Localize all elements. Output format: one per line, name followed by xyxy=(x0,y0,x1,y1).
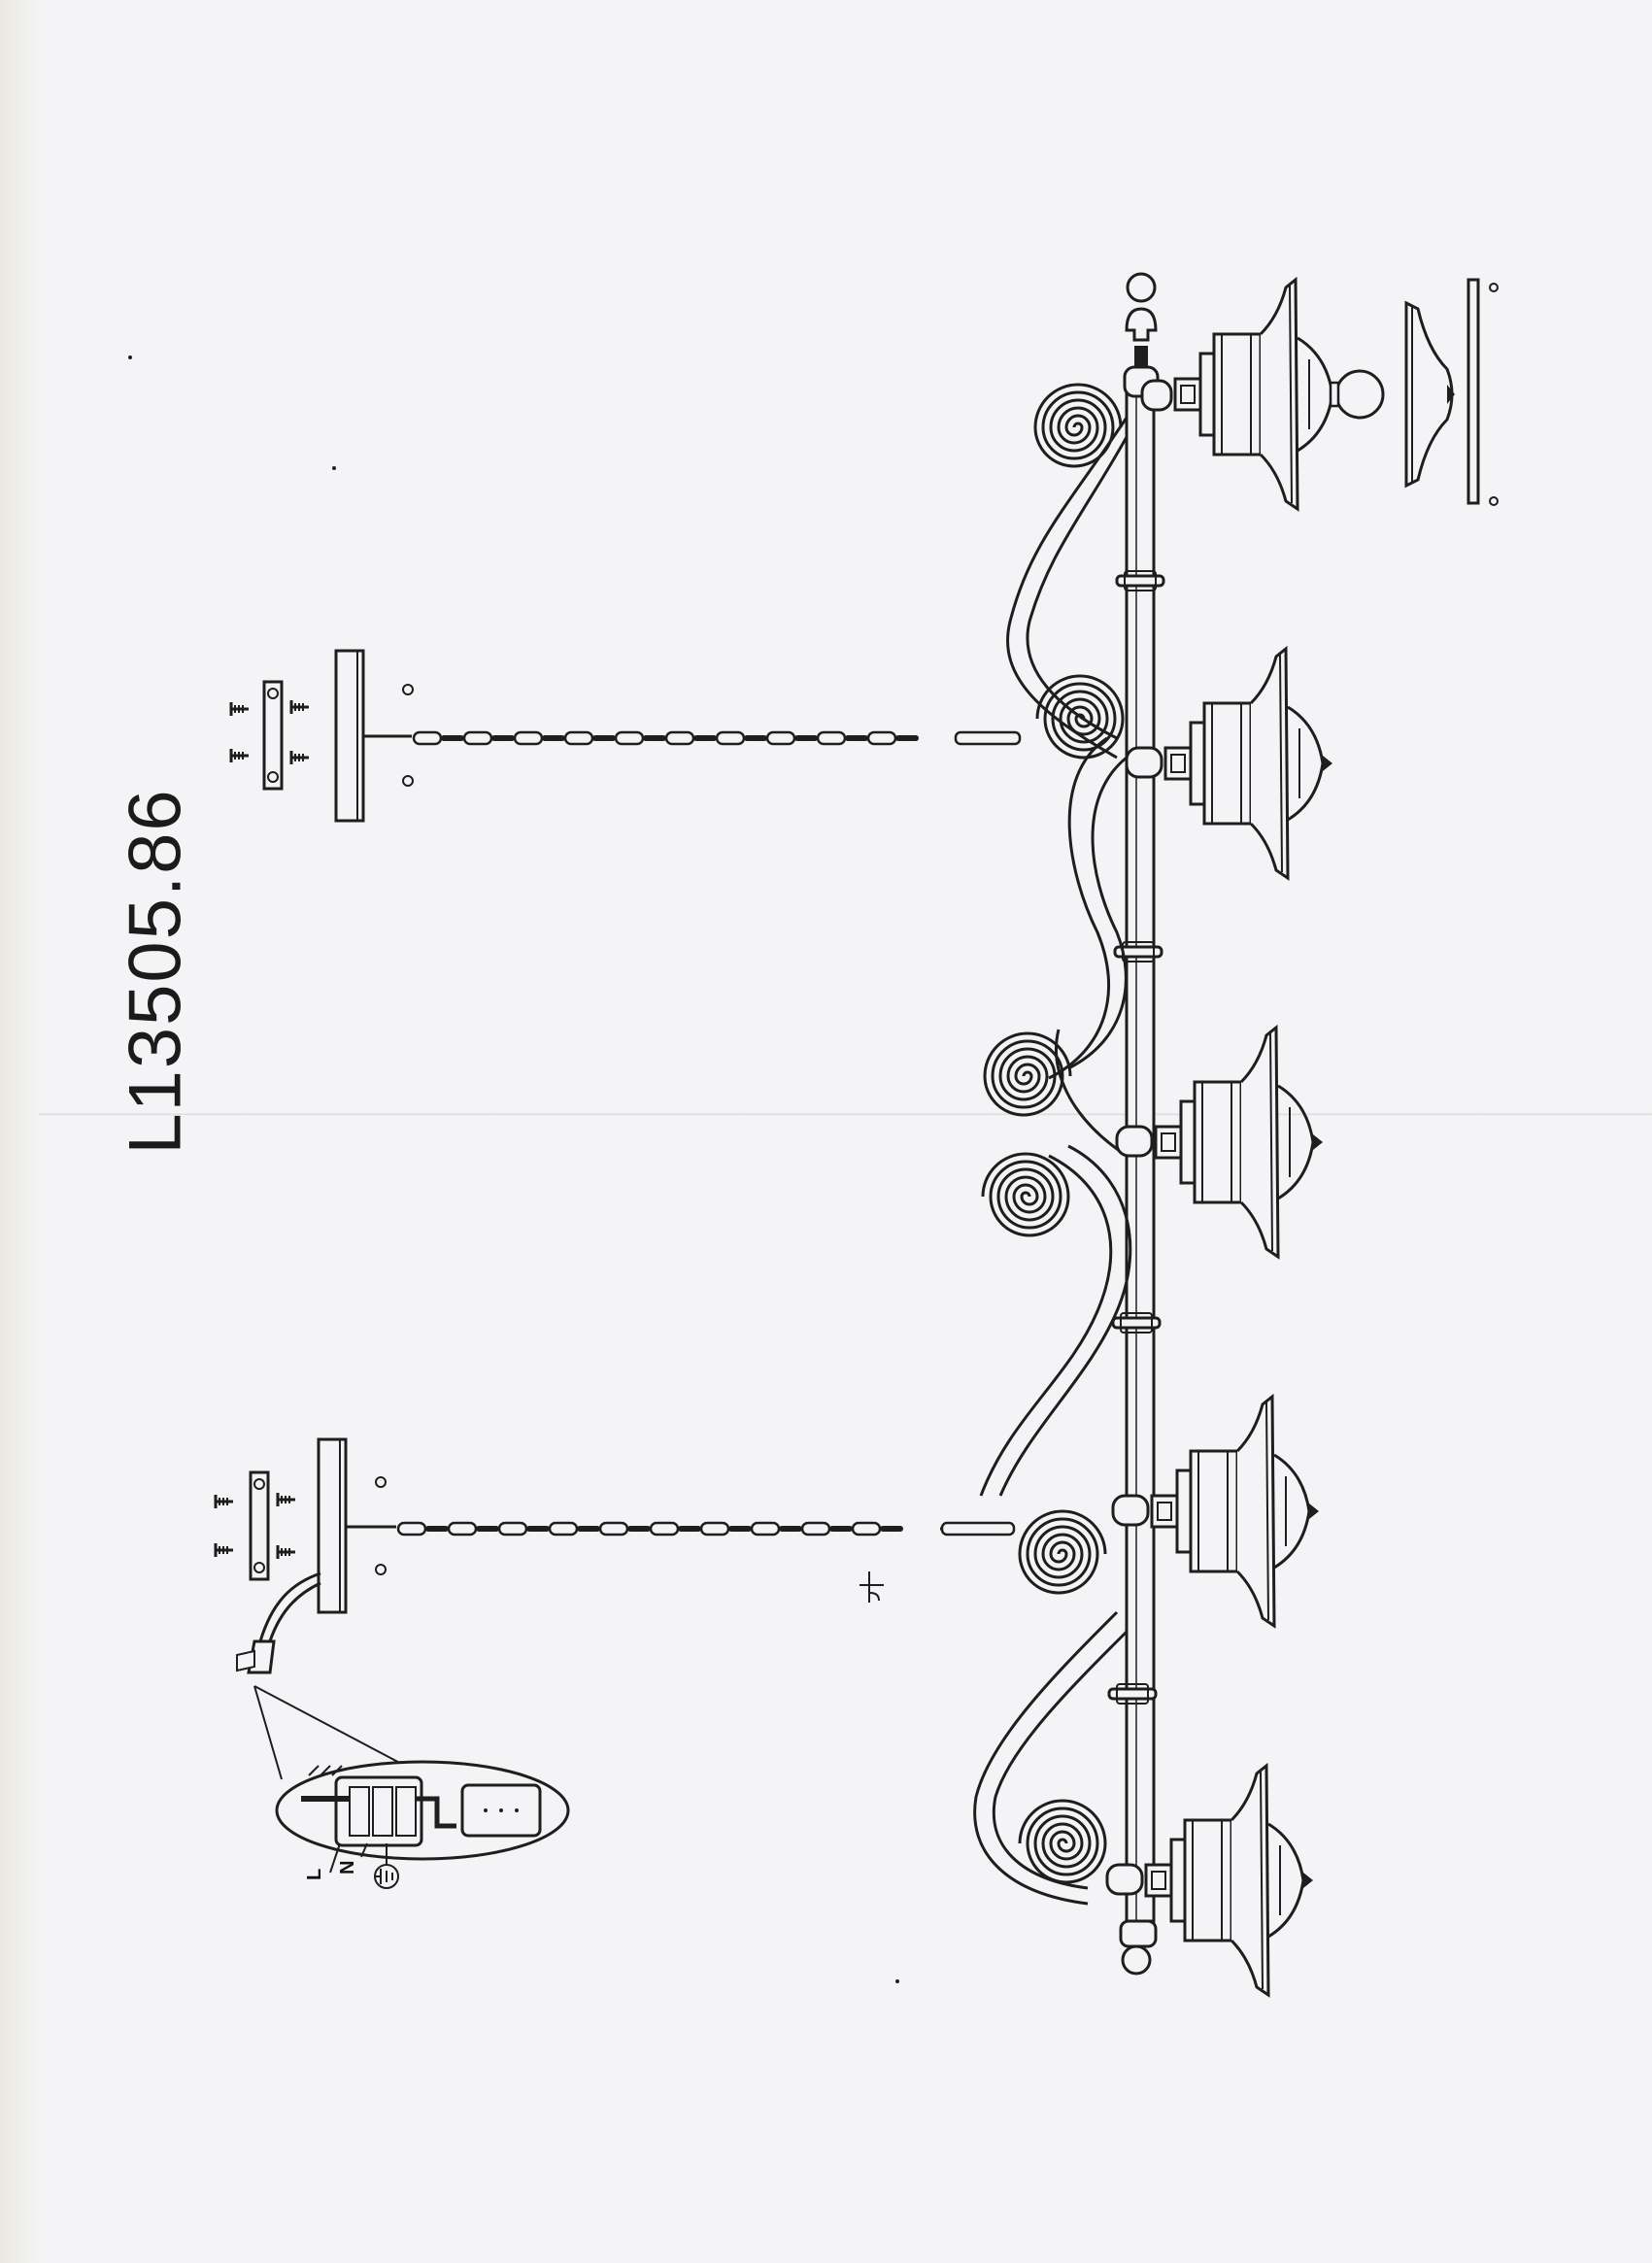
lamp-shade-1 xyxy=(1140,278,1344,511)
bulb-icon xyxy=(1329,369,1385,420)
scroll-spiral xyxy=(1018,1799,1107,1884)
wiring-detail xyxy=(253,1685,570,1874)
paper-edge xyxy=(0,0,41,2263)
shade-diffuser xyxy=(1404,300,1455,489)
svg-text:L: L xyxy=(304,1869,325,1880)
scroll-spiral xyxy=(981,1152,1070,1237)
lamp-shade-3 xyxy=(1115,1026,1325,1259)
lamp-shade-2 xyxy=(1125,647,1334,880)
hanger-pin-bottom xyxy=(940,1521,1016,1537)
lamp-shade-5 xyxy=(1105,1764,1315,1997)
wire-label-n: N xyxy=(337,1861,358,1875)
paper-fold xyxy=(39,1113,1652,1116)
shade-ring xyxy=(1467,278,1499,506)
chain-top xyxy=(363,730,1020,746)
ground-icon xyxy=(374,1864,399,1889)
scroll-arms xyxy=(973,417,1132,1906)
main-rod xyxy=(1119,272,1160,1976)
chain-bottom xyxy=(346,1521,1010,1537)
ceiling-bracket-top xyxy=(229,649,414,823)
lamp-shade-4 xyxy=(1111,1395,1321,1628)
ceiling-bracket-bottom xyxy=(214,1437,387,1674)
hook-icon xyxy=(860,1571,884,1603)
hanger-pin-top xyxy=(954,730,1022,746)
svg-text:N: N xyxy=(337,1861,358,1875)
scroll-spiral xyxy=(1018,1509,1107,1595)
wire-label-l: L xyxy=(304,1869,325,1880)
scroll-spiral xyxy=(1033,383,1123,468)
